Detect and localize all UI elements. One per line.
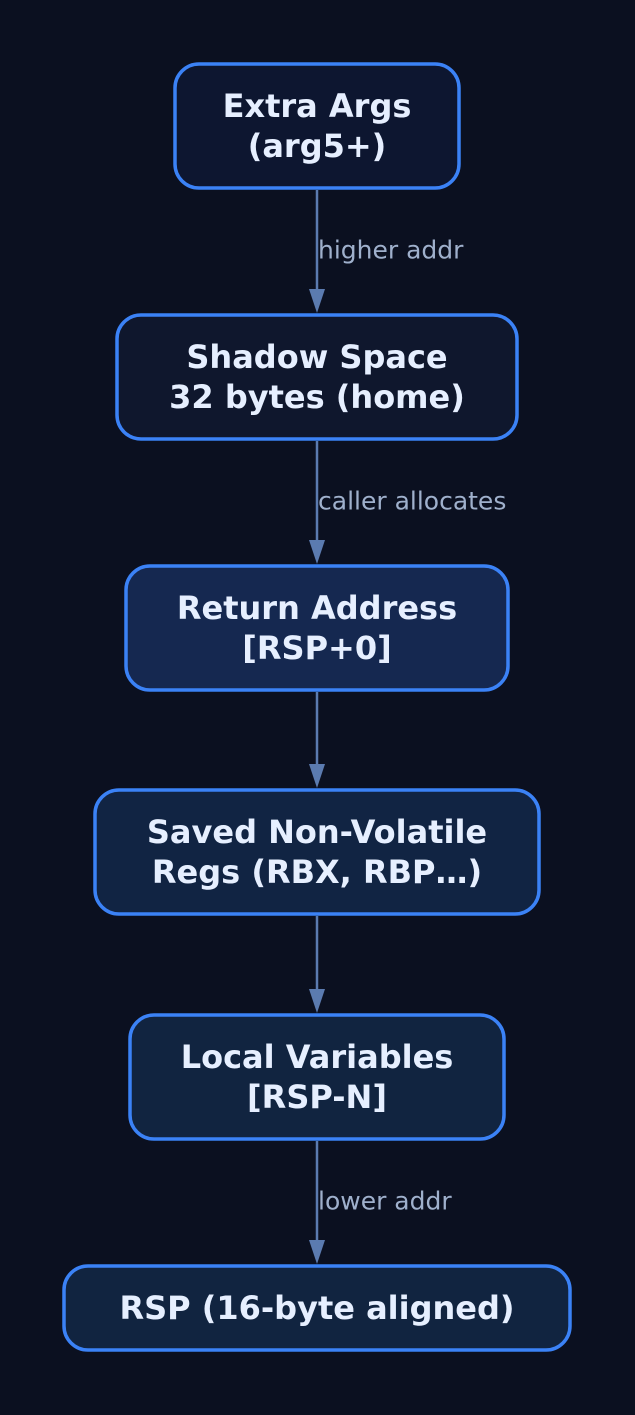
edge-label: caller allocates xyxy=(318,487,506,516)
node-rsp: RSP (16-byte aligned) xyxy=(62,1264,572,1352)
node-label-line: RSP (16-byte aligned) xyxy=(119,1289,514,1327)
edges-layer: higher addr caller allocates lower addr xyxy=(309,190,506,1264)
node-label-line: Shadow Space xyxy=(186,338,447,376)
node-label-line: [RSP+0] xyxy=(242,629,391,667)
node-label-line: Extra Args xyxy=(223,87,412,125)
edge-extra-args-to-shadow-space: higher addr xyxy=(309,190,464,313)
node-label-line: Return Address xyxy=(177,589,457,627)
arrowhead-icon xyxy=(309,540,325,564)
node-box xyxy=(115,313,519,441)
edge-label: lower addr xyxy=(318,1187,452,1216)
arrowhead-icon xyxy=(309,1240,325,1264)
node-box xyxy=(173,62,461,190)
node-label-line: Saved Non-Volatile xyxy=(147,813,487,851)
node-local-vars: Local Variables[RSP-N] xyxy=(128,1013,506,1141)
arrowhead-icon xyxy=(309,989,325,1013)
arrowhead-icon xyxy=(309,289,325,313)
node-box xyxy=(128,1013,506,1141)
edge-return-address-to-saved-regs xyxy=(309,692,325,788)
node-box xyxy=(93,788,541,916)
edge-label: higher addr xyxy=(318,236,464,265)
node-return-address: Return Address[RSP+0] xyxy=(124,564,510,692)
node-box xyxy=(124,564,510,692)
arrowhead-icon xyxy=(309,764,325,788)
edge-local-vars-to-rsp: lower addr xyxy=(309,1141,452,1264)
node-label-line: (arg5+) xyxy=(248,127,387,165)
node-extra-args: Extra Args(arg5+) xyxy=(173,62,461,190)
edge-shadow-space-to-return-address: caller allocates xyxy=(309,441,506,564)
node-label-line: Regs (RBX, RBP…) xyxy=(152,853,482,891)
edge-saved-regs-to-local-vars xyxy=(309,916,325,1013)
node-label-line: 32 bytes (home) xyxy=(169,378,465,416)
node-label-line: [RSP-N] xyxy=(247,1078,387,1116)
node-label-line: Local Variables xyxy=(181,1038,454,1076)
node-box xyxy=(62,1264,572,1352)
